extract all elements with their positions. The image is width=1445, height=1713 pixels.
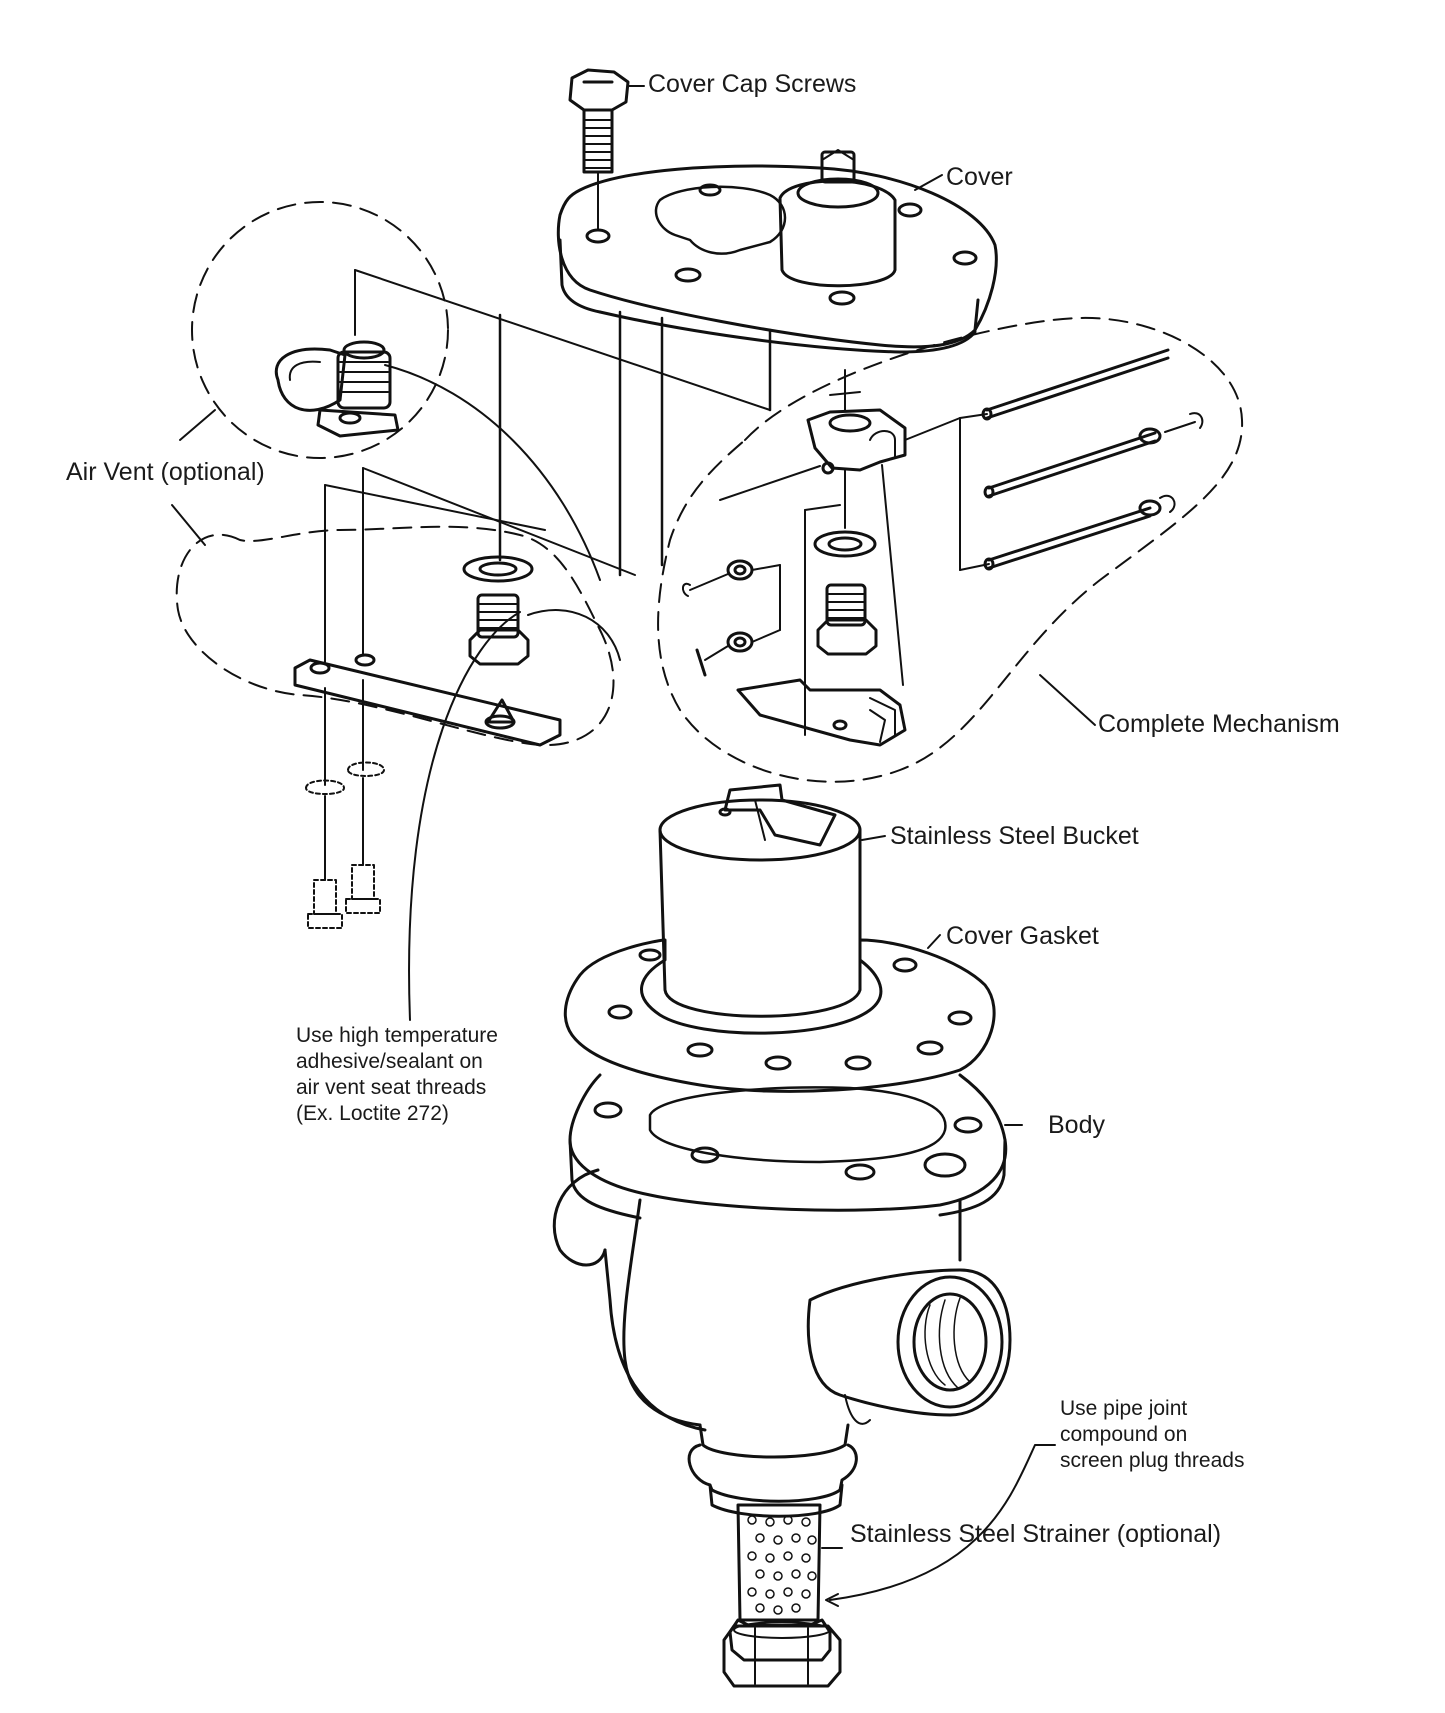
pipe-joint-leader <box>829 1444 1056 1601</box>
cover-gasket-part <box>563 934 996 1093</box>
air-vent-plate-part <box>293 467 636 929</box>
note-pipe-joint: Use pipe joint compound on screen plug t… <box>1060 1396 1244 1474</box>
note-line: air vent seat threads <box>296 1076 487 1099</box>
label-complete-mechanism: Complete Mechanism <box>1098 710 1340 738</box>
air-vent-seat-part <box>462 555 621 666</box>
pipe-joint-arrow <box>825 1593 839 1607</box>
mechanism-parts <box>682 348 1204 747</box>
label-strainer: Stainless Steel Strainer (optional) <box>850 1520 1222 1548</box>
label-cover-cap-screws: Cover Cap Screws <box>648 70 857 98</box>
note-line: compound on <box>1060 1423 1188 1446</box>
note-line: Use pipe joint <box>1060 1397 1188 1420</box>
sealant-leader <box>408 611 521 1021</box>
complete-mechanism-outline <box>657 316 1244 783</box>
label-air-vent: Air Vent (optional) <box>66 458 265 486</box>
label-cover-gasket: Cover Gasket <box>946 922 1099 950</box>
bucket-part <box>658 783 886 1018</box>
label-cover: Cover <box>946 163 1013 191</box>
strainer-part <box>722 1503 843 1688</box>
cover-cap-screw-part <box>568 68 645 231</box>
mechanism-leader <box>1039 674 1096 726</box>
air-vent-leader-bottom <box>171 504 206 546</box>
cover-part <box>556 149 998 577</box>
note-air-vent-sealant: Use high temperature adhesive/sealant on… <box>296 1023 498 1127</box>
note-line: (Ex. Loctite 272) <box>296 1102 449 1125</box>
note-line: screen plug threads <box>1060 1449 1245 1472</box>
air-vent-outline <box>175 201 615 747</box>
label-stainless-steel-bucket: Stainless Steel Bucket <box>890 822 1139 850</box>
note-line: adhesive/sealant on <box>296 1050 483 1073</box>
body-part <box>552 1073 1023 1518</box>
note-line: Use high temperature <box>296 1024 498 1047</box>
air-vent-parts <box>274 269 771 581</box>
label-body: Body <box>1048 1111 1105 1139</box>
air-vent-leader-top <box>179 409 216 441</box>
